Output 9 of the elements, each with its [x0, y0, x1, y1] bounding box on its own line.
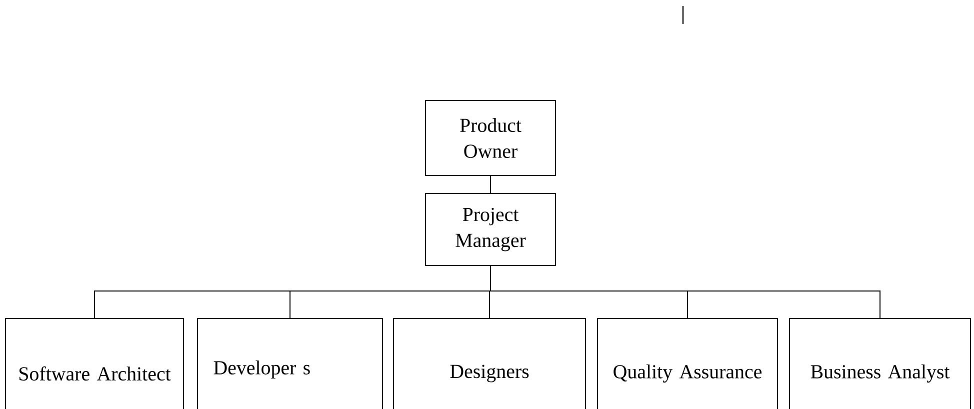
- connector-line: [490, 266, 880, 318]
- role-box: Quality Assurance: [597, 318, 778, 409]
- connector-line: [490, 176, 491, 194]
- role-box: Software Architect: [5, 318, 184, 409]
- role-box: Designers: [393, 318, 586, 409]
- role-box: Project Manager: [425, 193, 556, 266]
- role-box: Business Analyst: [789, 318, 971, 409]
- role-box: Product Owner: [425, 100, 556, 176]
- role-box: Developer s: [197, 318, 383, 409]
